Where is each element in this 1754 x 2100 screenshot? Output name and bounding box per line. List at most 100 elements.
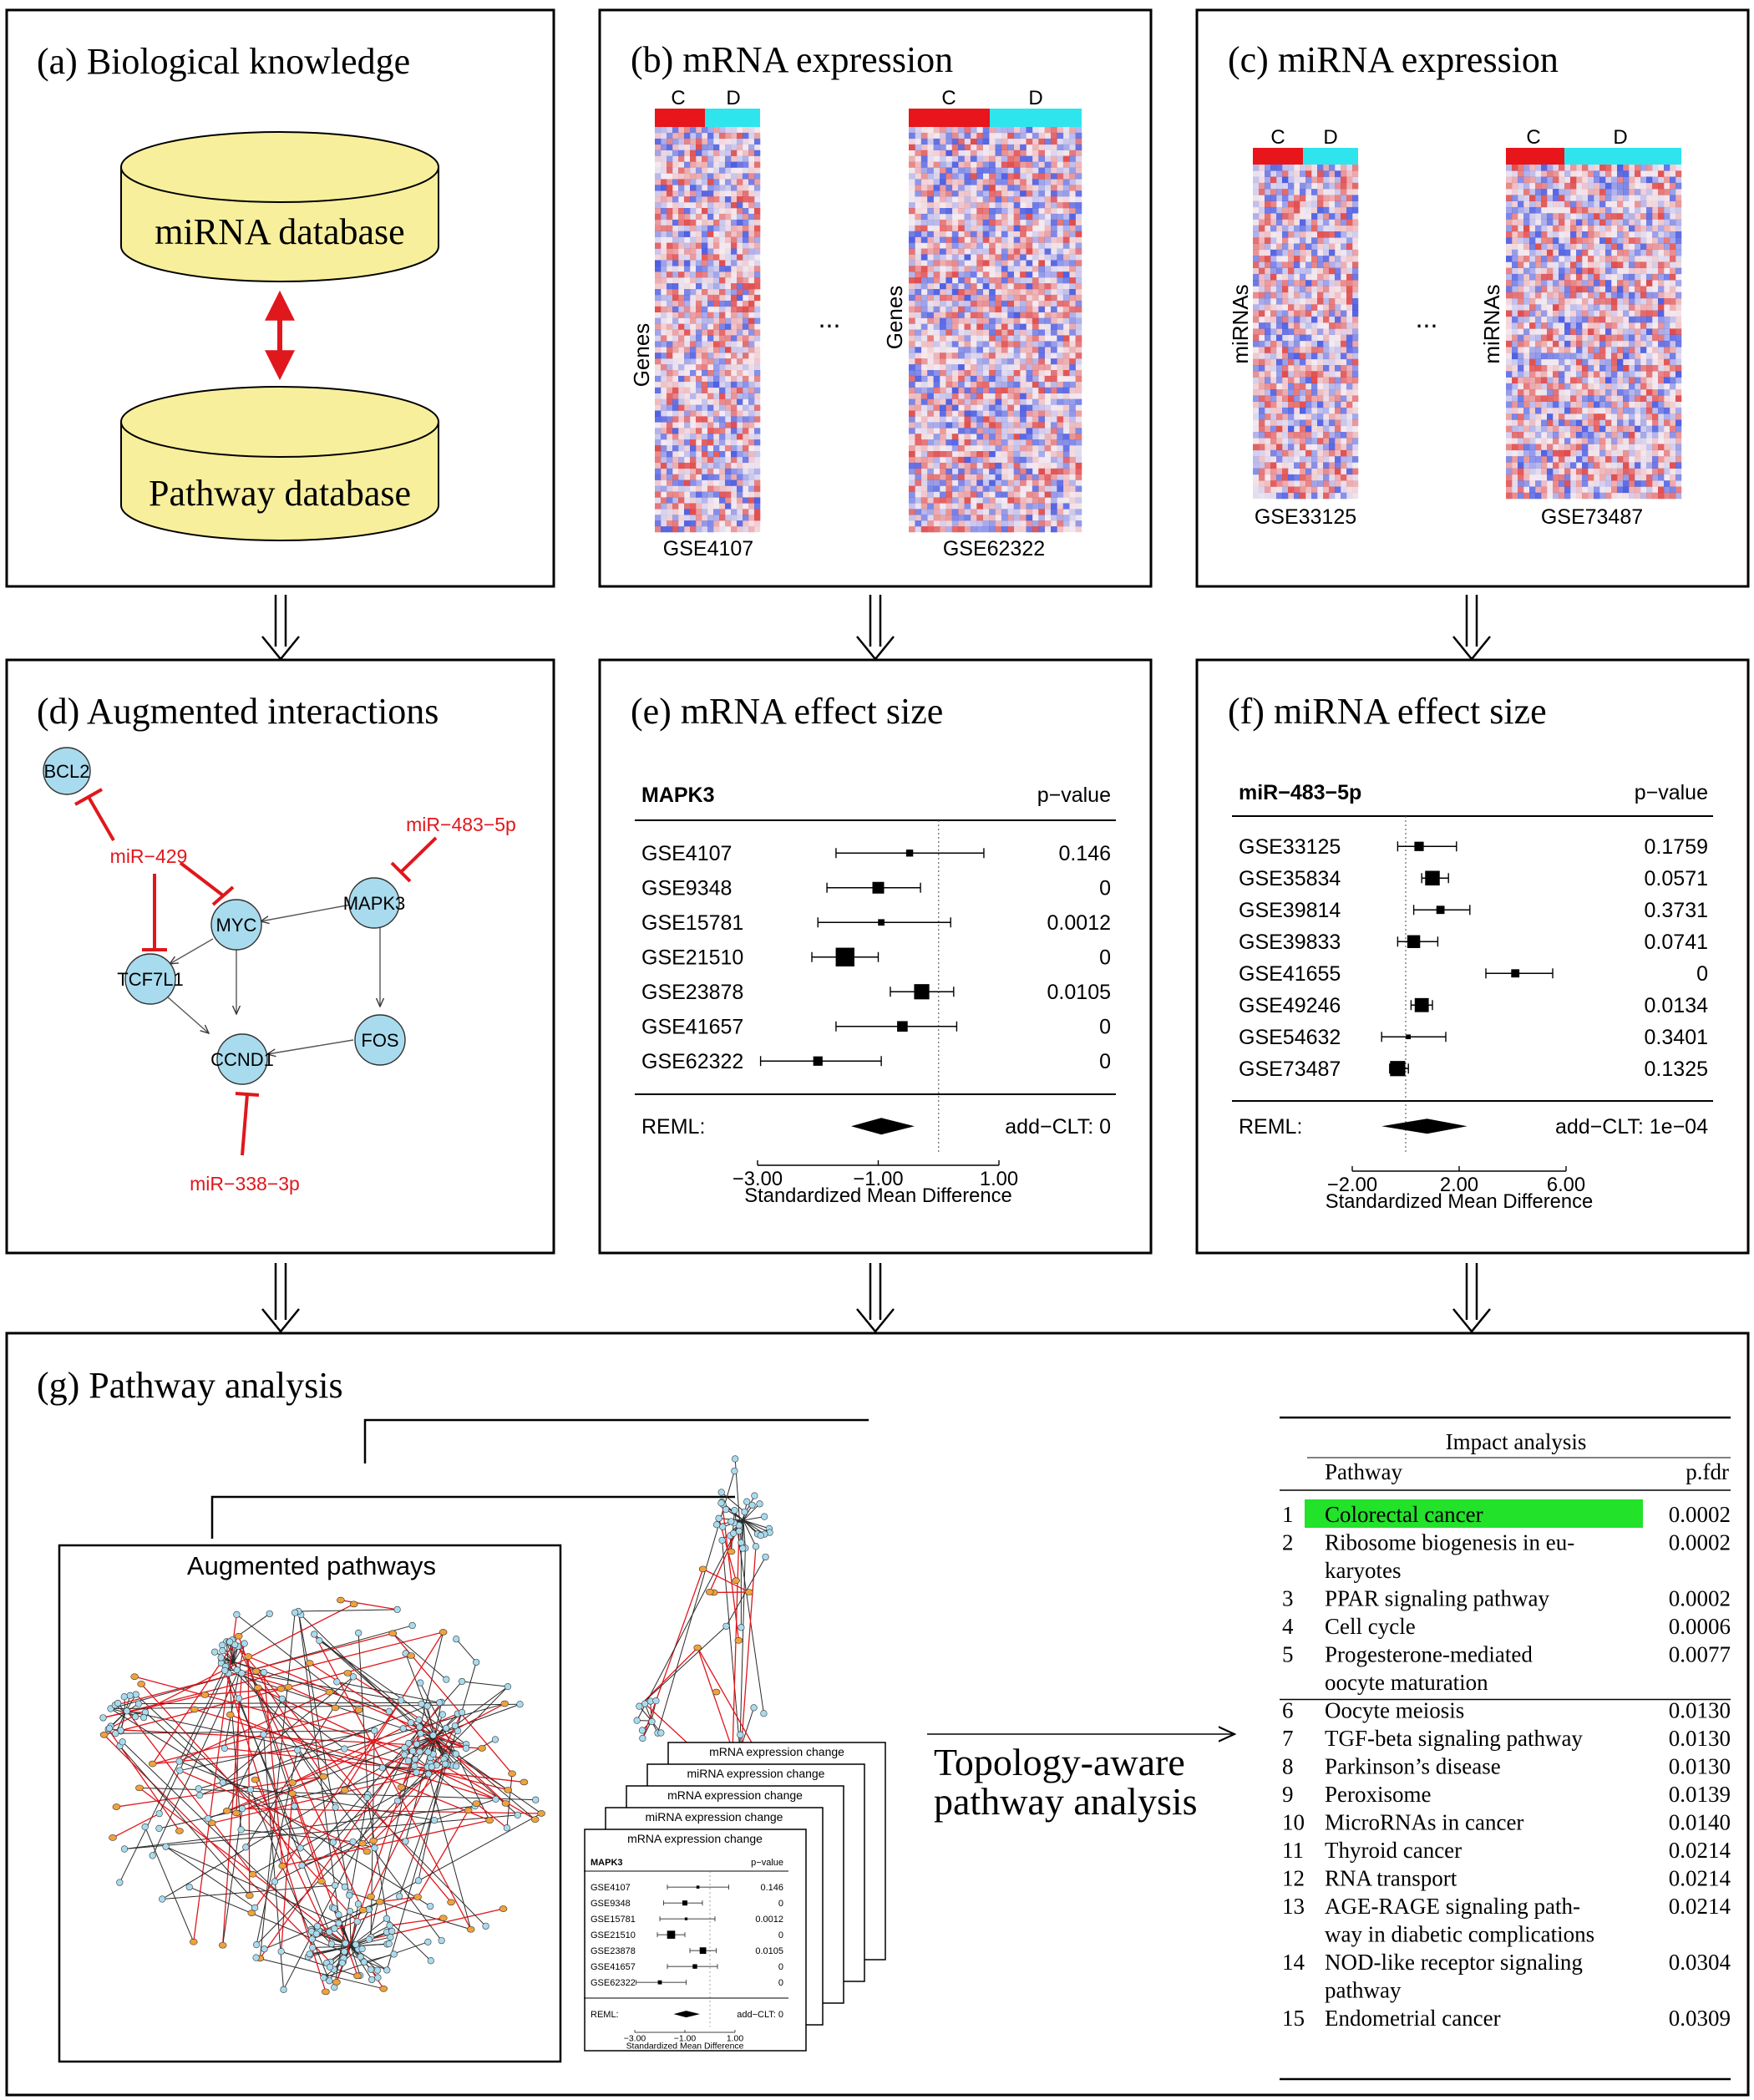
effect-square xyxy=(1436,905,1445,915)
row-pfdr: 0.0214 xyxy=(1669,1866,1731,1891)
row-rank: 15 xyxy=(1282,2006,1305,2031)
ellipsis: ... xyxy=(1416,303,1438,333)
panel-d-title: (d) Augmented interactions xyxy=(37,691,438,732)
mrna-heatmap-2: C D Genes GSE62322 xyxy=(882,87,1082,561)
mini-panel-title: miRNA expression change xyxy=(687,1767,825,1780)
effect-square xyxy=(692,1964,697,1969)
control-label: C xyxy=(1526,126,1540,149)
study-label: GSE35834 xyxy=(1239,867,1341,890)
study-label: GSE41657 xyxy=(641,1016,743,1039)
mirnas-axis-label: miRNAs xyxy=(1479,284,1504,363)
study-pvalue: 0 xyxy=(778,1930,783,1940)
row-highlight xyxy=(1305,1499,1643,1528)
mirna-label-483: miR−483−5p xyxy=(406,814,516,835)
mirna-label-429: miR−429 xyxy=(110,845,188,867)
augmented-pathways-card: Augmented pathways xyxy=(58,1544,562,2063)
axis-tick-label: 2.00 xyxy=(1440,1174,1478,1196)
summary-diamond xyxy=(1381,1118,1468,1134)
reml-label: REML: xyxy=(591,2010,619,2020)
study-label: GSE62322 xyxy=(641,1050,743,1073)
effect-square xyxy=(897,1021,908,1032)
mirna-heatmap-2: C D miRNAs GSE73487 xyxy=(1479,126,1682,529)
mini-panel-title: miRNA expression change xyxy=(646,1810,783,1824)
gene-nodes: BCL2 MYC MAPK3 TCF7L1 CCND1 FOS xyxy=(43,747,406,1085)
study-label: GSE62322 xyxy=(591,1978,636,1988)
study-pvalue: 0.0741 xyxy=(1645,931,1708,954)
row-pfdr: 0.0077 xyxy=(1669,1642,1731,1667)
row-pfdr: 0.0214 xyxy=(1669,1838,1731,1863)
effect-square xyxy=(1406,1034,1411,1040)
study-pvalue: 0 xyxy=(1099,1050,1111,1073)
study-pvalue: 0 xyxy=(1696,962,1708,986)
axis-tick-label: 1.00 xyxy=(980,1168,1018,1190)
effect-square xyxy=(1425,870,1440,885)
study-label: GSE4107 xyxy=(591,1883,631,1893)
panel-c-title: (c) miRNA expression xyxy=(1228,39,1559,80)
ellipsis: ... xyxy=(819,303,841,333)
effect-square xyxy=(1414,997,1429,1012)
study-pvalue: 0.0012 xyxy=(1047,911,1111,935)
effect-square xyxy=(684,1917,688,1920)
study-pvalue: 0.3731 xyxy=(1645,899,1708,922)
row-pfdr: 0.0304 xyxy=(1669,1950,1731,1975)
row-pathway-name: Progesterone-mediated xyxy=(1325,1642,1533,1667)
column-pathway: Pathway xyxy=(1325,1459,1402,1484)
study-label: GSE54632 xyxy=(1239,1026,1341,1049)
study-label: GSE9348 xyxy=(641,877,732,900)
row-pathway-name: MicroRNAs in cancer xyxy=(1325,1810,1523,1835)
axis-xlabel: Standardized Mean Difference xyxy=(626,2042,744,2051)
mirna-label-338: miR−338−3p xyxy=(190,1173,300,1195)
reml-label: REML: xyxy=(641,1115,705,1139)
study-label: GSE39814 xyxy=(1239,899,1341,922)
disease-label: D xyxy=(1613,126,1627,149)
row-pathway-name: Cell cycle xyxy=(1325,1614,1416,1639)
axis-tick-label: −1.00 xyxy=(674,2034,697,2043)
mirna-database-cylinder: miRNA database xyxy=(120,131,439,282)
axis-tick-label: 1.00 xyxy=(727,2034,744,2043)
row-pfdr: 0.0006 xyxy=(1669,1614,1731,1639)
row-pathway-name: Ribosome biogenesis in eu- xyxy=(1325,1530,1574,1555)
mini-panel-title: mRNA expression change xyxy=(667,1788,803,1802)
axis-xlabel: Standardized Mean Difference xyxy=(1326,1190,1593,1213)
row-rank: 1 xyxy=(1282,1502,1294,1527)
effect-square xyxy=(682,1900,687,1906)
impact-table-row: 10 MicroRNAs in cancer 0.0140 xyxy=(1282,1810,1731,1835)
study-pvalue: 0.1759 xyxy=(1645,835,1708,859)
axis-tick-label: 6.00 xyxy=(1547,1174,1585,1196)
study-label: GSE33125 xyxy=(1239,835,1341,859)
row-pfdr: 0.0140 xyxy=(1669,1810,1731,1835)
row-pathway-name: TGF-beta signaling pathway xyxy=(1325,1726,1583,1751)
study-pvalue: 0 xyxy=(1099,877,1111,900)
row-rank: 10 xyxy=(1282,1810,1305,1835)
dataset-label: GSE73487 xyxy=(1541,505,1643,529)
study-pvalue: 0.0134 xyxy=(1645,994,1709,1017)
node-myc: MYC xyxy=(210,899,262,951)
control-label: C xyxy=(671,87,685,109)
study-label: GSE21510 xyxy=(591,1930,636,1940)
column-pfdr: p.fdr xyxy=(1686,1459,1729,1484)
study-label: GSE49246 xyxy=(1239,994,1341,1017)
effect-square xyxy=(905,850,914,857)
disease-label: D xyxy=(1028,87,1042,109)
flow-arrows-row-1 xyxy=(261,595,1491,661)
row-rank: 14 xyxy=(1282,1950,1305,1975)
augmented-pathways-title: Augmented pathways xyxy=(187,1551,436,1580)
row-rank: 12 xyxy=(1282,1866,1305,1891)
row-pathway-name: Parkinson’s disease xyxy=(1325,1754,1501,1779)
row-pfdr: 0.0130 xyxy=(1669,1754,1731,1779)
panel-c: (c) miRNA expression C D miRNAs GSE33125… xyxy=(1195,8,1750,588)
node-ccnd1: CCND1 xyxy=(210,1033,274,1085)
study-pvalue: 0.0571 xyxy=(1645,867,1708,890)
clt-label: add−CLT: 0 xyxy=(737,2010,783,2020)
row-pathway-name: way in diabetic complications xyxy=(1325,1922,1594,1947)
study-pvalue: 0.3401 xyxy=(1645,1026,1708,1049)
effect-square xyxy=(872,881,885,894)
effect-square xyxy=(696,1885,700,1889)
row-rank: 6 xyxy=(1282,1698,1294,1723)
forest-gene-label: MAPK3 xyxy=(591,1858,623,1868)
